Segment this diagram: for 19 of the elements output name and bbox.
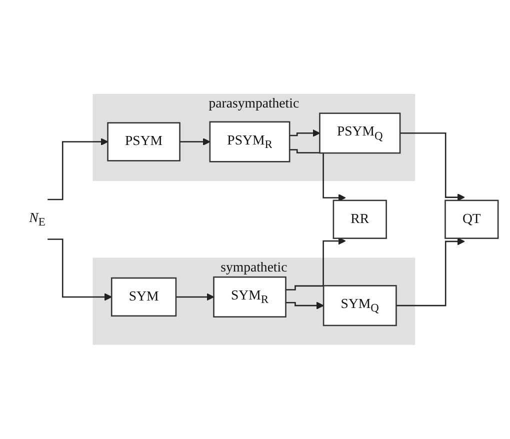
arrow: [400, 132, 465, 202]
arrow: [286, 302, 324, 310]
arrow: [290, 149, 346, 202]
arrow: [290, 130, 320, 138]
node-box: PSYM: [107, 122, 180, 162]
node-box: SYM: [111, 278, 177, 317]
arrow: [48, 238, 112, 301]
node-box: RR: [332, 200, 387, 240]
node-box: SYM$_{Q}$: [322, 285, 397, 326]
node-box: SYM$_{R}$: [213, 276, 286, 318]
arrow: [176, 293, 214, 301]
node-box: PSYM$_{R}$: [209, 121, 290, 162]
node-box: QT: [444, 200, 499, 240]
arrow: [180, 138, 210, 146]
arrow: [48, 138, 108, 200]
node-box: PSYM$_{Q}$: [319, 112, 401, 154]
arrow: [396, 238, 465, 306]
arrow: [286, 237, 346, 290]
node-text: N$_{E}$: [29, 210, 46, 228]
